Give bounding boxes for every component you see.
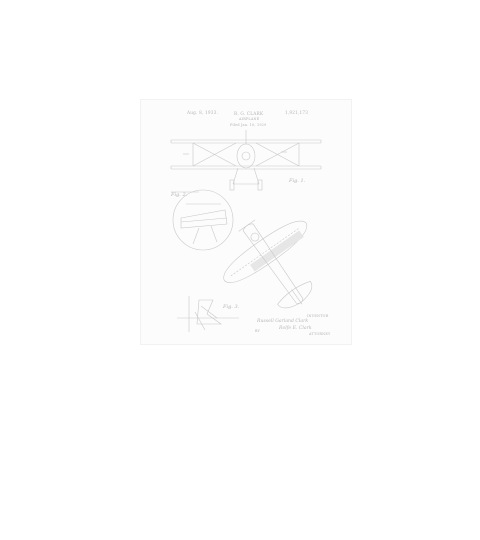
inventor-label: INVENTOR [307, 314, 329, 318]
figure-label-2: Fig. 2. [171, 192, 188, 198]
attorney-label: ATTORNEY [309, 332, 331, 336]
figure-label-1: Fig. 1. [289, 178, 306, 184]
attorney-signature: Rolfe E. Clark [279, 326, 312, 331]
detail-circle-view [171, 189, 234, 251]
patent-title: AIRPLANE [239, 117, 260, 121]
drawing-illustration [170, 130, 322, 332]
inventor-signature: Russell Garland Clark [257, 319, 309, 324]
figure-label-3: Fig. 3. [223, 304, 240, 310]
biplane-front-view [170, 130, 322, 191]
patent-number: 1,921,173 [285, 110, 309, 115]
control-diagram [177, 296, 239, 332]
by-label: BY [255, 329, 261, 333]
filed-date: Filed Jan. 10, 1929 [230, 123, 267, 127]
patent-drawing-sheet: Aug. 8, 1933. R. G. CLARK 1,921,173 AIRP… [140, 99, 352, 345]
inventor-short: R. G. CLARK [234, 111, 264, 116]
patent-date: Aug. 8, 1933. [187, 110, 218, 115]
airplane-plan-view [223, 219, 313, 309]
